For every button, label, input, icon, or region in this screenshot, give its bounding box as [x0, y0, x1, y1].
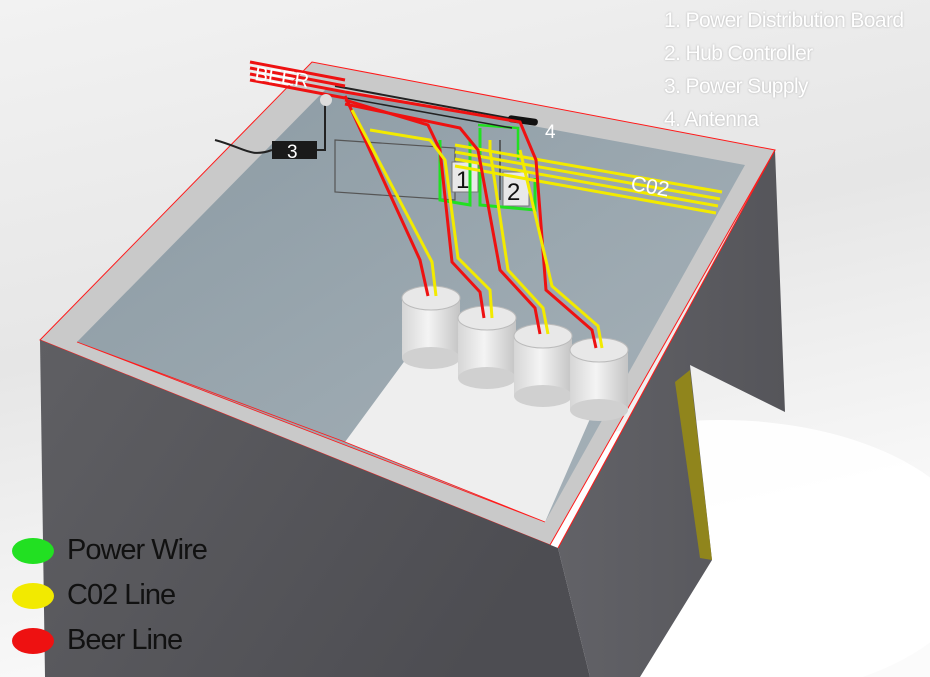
beer-bundle-line-3 [249, 72, 346, 94]
marker-3: 3 [287, 142, 298, 163]
power-wire-loop [477, 123, 520, 160]
marker-2: 2 [507, 179, 520, 206]
keg-4 [569, 337, 629, 421]
power-cord [214, 139, 273, 154]
panel-frame [334, 139, 456, 201]
keg-top [569, 337, 629, 363]
power-wire-panel-1 [438, 140, 472, 207]
cooler-side-wall [558, 150, 785, 677]
component-key: 1. Power Distribution Board 2. Hub Contr… [664, 4, 904, 136]
beer-bundle-line-2 [249, 66, 346, 88]
legend-item-power-wire: Power Wire [12, 528, 208, 573]
beer-line-keg-2 [344, 98, 486, 319]
legend-item-co2-line: C02 Line [12, 573, 207, 618]
keg-2 [457, 305, 517, 389]
keg-bottom [570, 399, 628, 421]
beer-bundle-line-1 [249, 60, 346, 82]
legend-item-beer-line: Beer Line [12, 618, 207, 663]
wall-corner-edge [557, 149, 776, 549]
keg-top [401, 285, 461, 311]
keg-bottom [402, 347, 460, 369]
beer-line-keg-4 [344, 90, 598, 349]
beer-line-keg-1 [343, 95, 430, 297]
co2-line-keg-4 [518, 149, 604, 349]
legend-label: Beer Line [67, 624, 183, 656]
legend: Power Wire C02 Line Beer Line [12, 528, 208, 663]
marker-4: 4 [545, 122, 556, 143]
keg-3 [513, 323, 573, 407]
co2-line-keg-2 [369, 128, 494, 319]
power-supply-wire [317, 100, 326, 151]
door-edge [675, 370, 712, 560]
legend-swatch-yellow [12, 582, 54, 609]
key-item-power-supply: 3. Power Supply [664, 75, 809, 98]
keg-1 [401, 285, 461, 369]
co2-line-keg-3 [488, 140, 550, 335]
antenna [507, 115, 538, 126]
co2-line-keg-1 [350, 109, 438, 297]
keg-bottom [514, 385, 572, 407]
co2-line-4 [454, 164, 717, 215]
key-item-hub-controller: 2. Hub Controller [664, 42, 813, 65]
key-item-power-distribution-board: 1. Power Distribution Board [664, 9, 904, 32]
cooler-front-wall [40, 340, 590, 677]
antenna-cable [334, 85, 531, 123]
marker-1: 1 [456, 167, 469, 194]
keg-bottom [458, 367, 516, 389]
antenna-cable-2 [334, 95, 513, 129]
co2-line-2 [454, 150, 721, 201]
co2-line-1 [454, 143, 723, 194]
co2-line-3 [454, 157, 719, 208]
manifold [320, 94, 332, 106]
keg-top [513, 323, 573, 349]
keg-top [457, 305, 517, 331]
power-supply [272, 141, 317, 159]
legend-label: Power Wire [67, 534, 208, 566]
legend-swatch-red [12, 627, 54, 654]
legend-swatch-green [12, 537, 54, 564]
interior-edge [76, 341, 546, 523]
legend-label: C02 Line [67, 579, 176, 611]
key-item-antenna: 4. Antenna [664, 108, 759, 131]
beer-line-keg-3 [344, 102, 542, 335]
